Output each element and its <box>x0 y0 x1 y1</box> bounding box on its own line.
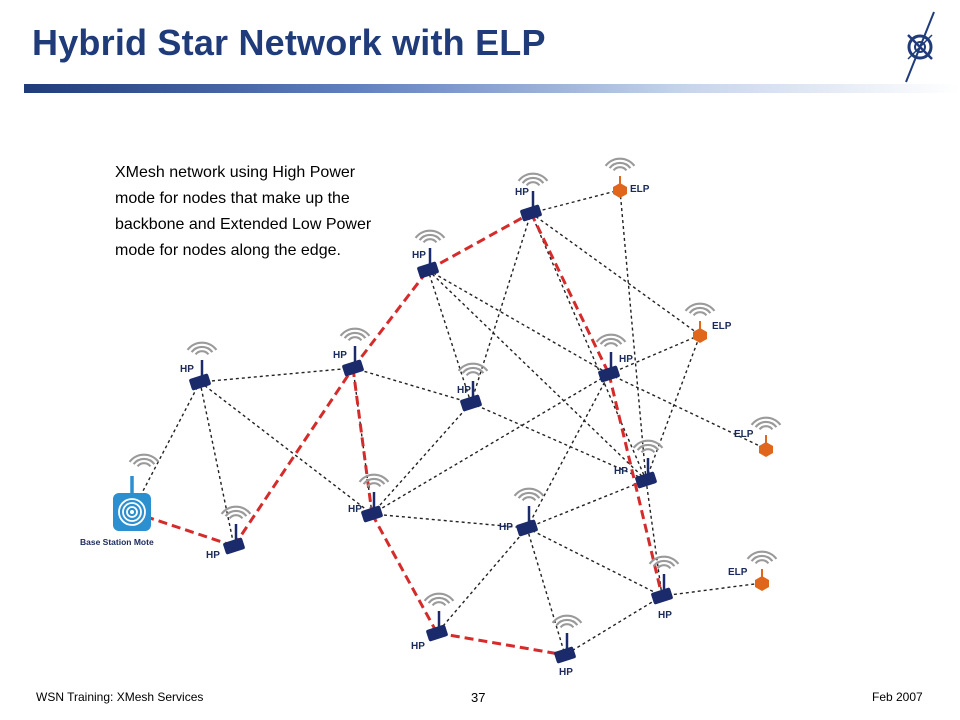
link-h13-e4 <box>661 582 763 597</box>
backbone-link-h3-h6 <box>351 367 374 515</box>
hp-node-h12: HP <box>551 614 583 678</box>
hp-node-h11: HP <box>499 487 545 537</box>
link-h11-h9 <box>436 527 528 634</box>
hp-node-h8: HP <box>595 333 633 383</box>
elp-node-label: ELP <box>734 429 754 440</box>
hp-node-h6: HP <box>348 473 390 523</box>
link-h10-h11 <box>526 479 647 529</box>
compass-logo-icon <box>905 11 935 83</box>
hp-node-h3: HP <box>333 327 371 377</box>
base-station-mote: Base Station Mote <box>80 453 160 547</box>
hp-node-label: HP <box>559 667 573 678</box>
hp-node-h13: HP <box>648 555 680 621</box>
link-h5-e2 <box>530 212 701 336</box>
link-h13-h10 <box>645 479 663 597</box>
hp-node-label: HP <box>614 466 628 477</box>
hp-node-h9: HP <box>411 592 455 652</box>
hp-node-label: HP <box>412 250 426 261</box>
hp-node-h7: HP <box>457 362 489 412</box>
backbone-link-h4-h5 <box>427 211 532 272</box>
link-h7-h4 <box>427 269 472 404</box>
hp-node-h5: HP <box>515 172 549 222</box>
hp-node-label: HP <box>206 550 220 561</box>
hp-node-label: HP <box>499 522 513 533</box>
elp-node-label: ELP <box>630 184 650 195</box>
hp-node-label: HP <box>180 364 194 375</box>
link-h11-h12 <box>526 527 566 656</box>
backbone-link-h5-h8 <box>529 212 611 375</box>
backbone-link-h2-h3 <box>232 367 355 547</box>
hp-node-h10: HP <box>614 439 664 489</box>
hp-node-label: HP <box>619 354 633 365</box>
link-h1-h6 <box>199 381 373 515</box>
elp-node-e2: ELP <box>684 302 732 343</box>
elp-node-label: ELP <box>728 567 748 578</box>
link-h13-h12 <box>564 595 663 656</box>
link-h8-e3 <box>608 373 767 450</box>
link-h4-h8 <box>427 269 610 375</box>
backbone-link-h6-h9 <box>370 513 439 634</box>
elp-node-e4: ELP <box>728 550 778 591</box>
link-h6-h8 <box>371 373 610 515</box>
hp-node-label: HP <box>457 385 471 396</box>
link-h10-e1 <box>619 189 647 481</box>
backbone-link-h3-h4 <box>351 269 430 369</box>
backbone-link-h9-h12 <box>436 631 566 657</box>
link-h6-h7 <box>371 402 472 515</box>
link-h5-h10 <box>530 212 647 481</box>
elp-node-e1: ELP <box>604 157 650 198</box>
elp-node-e3: ELP <box>734 416 782 457</box>
hp-node-h4: HP <box>412 229 446 279</box>
footer-date: Feb 2007 <box>872 690 923 704</box>
link-h7-h10 <box>470 402 647 481</box>
link-h3-h7 <box>352 367 472 404</box>
link-h8-e2 <box>608 334 701 375</box>
elp-node-label: ELP <box>712 321 732 332</box>
link-bs-h1 <box>131 381 201 513</box>
hp-node-label: HP <box>515 187 529 198</box>
link-h4-h10 <box>427 269 647 481</box>
slide-title: Hybrid Star Network with ELP <box>32 22 546 63</box>
title-underline <box>24 84 960 93</box>
link-layer <box>131 189 767 657</box>
backbone-link-h8-h13 <box>607 373 664 597</box>
footer-course-title: WSN Training: XMesh Services <box>36 690 204 704</box>
link-h11-h13 <box>526 527 663 597</box>
link-h1-h2 <box>199 381 235 547</box>
hp-node-label: HP <box>658 610 672 621</box>
base-station-label: Base Station Mote <box>80 537 154 547</box>
hp-node-label: HP <box>333 350 347 361</box>
node-layer: HP HP HP HP HP HP HP HP HP HP HP HP HP ELP ELP ELP ELP Ba… <box>80 157 782 678</box>
link-h10-e2 <box>645 334 701 481</box>
link-h11-h8 <box>526 373 610 529</box>
hp-node-h1: HP <box>180 341 218 391</box>
hp-node-label: HP <box>411 641 425 652</box>
hp-node-h2: HP <box>206 505 252 561</box>
diagram-caption: XMesh network using High Power mode for … <box>115 164 372 259</box>
link-h6-h11 <box>371 513 528 529</box>
hp-node-label: HP <box>348 504 362 515</box>
footer-page-number: 37 <box>471 690 486 705</box>
link-h5-e1 <box>530 189 621 214</box>
link-h1-h3 <box>199 367 354 383</box>
